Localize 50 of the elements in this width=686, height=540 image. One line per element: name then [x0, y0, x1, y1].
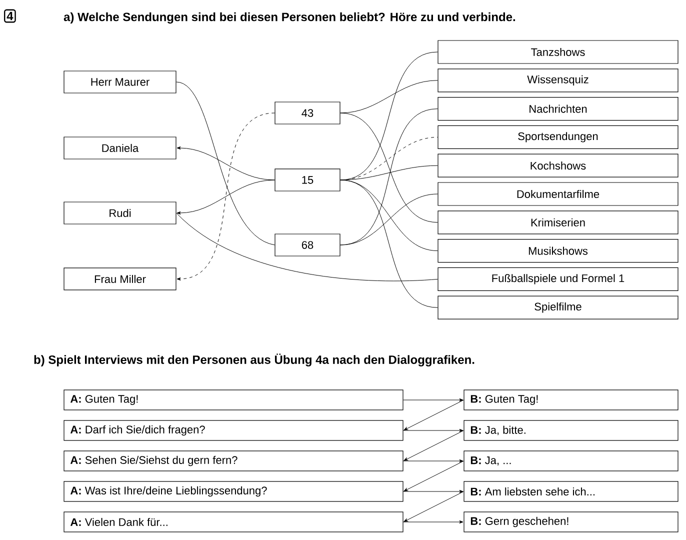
person-box: Rudi: [64, 202, 176, 224]
connector-line: [340, 180, 438, 308]
show-box: Kochshows: [438, 154, 678, 178]
connector-line: [404, 400, 464, 430]
connector-line: [403, 520, 464, 524]
connector-line: [340, 165, 438, 180]
connector-line: [340, 112, 438, 223]
connector-line: [404, 430, 464, 461]
person-box: Daniela: [64, 136, 176, 160]
connector-line: [340, 194, 438, 246]
number-box: 43: [274, 102, 340, 124]
number-box: 15: [274, 168, 340, 192]
dialog-box: B: Gern geschehen!: [464, 512, 678, 532]
dialog-box: B: Ja, bitte.: [464, 420, 678, 441]
show-box: Spielfilme: [438, 296, 678, 320]
connector-line: [403, 428, 464, 432]
heading: b) Spielt Interviews mit den Personen aus Übung 4a nach den Dialoggrafiken.: [34, 354, 474, 366]
dialog-box: B: Guten Tag!: [464, 390, 678, 410]
dialog-box: A: Was ist Ihre/deine Lieblingssendung?: [64, 481, 404, 502]
dialog-box: B: Am liebsten sehe ich...: [464, 481, 678, 502]
show-box: Wissensquiz: [438, 68, 678, 92]
connector-line: [403, 490, 464, 494]
connector-line: [403, 398, 464, 402]
person-box: Frau Miller: [64, 268, 176, 290]
dialog-box: B: Ja, ...: [464, 450, 678, 472]
show-box: Krimiserien: [438, 210, 678, 234]
exercise-number: 4: [4, 9, 16, 23]
person-box: Herr Maurer: [64, 70, 176, 94]
dialog-box: A: Darf ich Sie/dich fragen?: [64, 420, 404, 441]
connector-line: [404, 491, 464, 522]
connector-line: [176, 146, 275, 180]
connector-line: [176, 212, 438, 282]
show-box: Nachrichten: [438, 97, 678, 121]
show-box: Dokumentarfilme: [438, 182, 678, 206]
connector-line: [176, 112, 275, 281]
connector-line: [404, 460, 464, 492]
dialog-box: A: Guten Tag!: [64, 390, 404, 410]
connector-line: [176, 82, 275, 246]
show-box: Musikshows: [438, 238, 678, 263]
show-box: Sportsendungen: [438, 125, 678, 149]
connector-line: [340, 80, 438, 114]
connector-line: [403, 459, 464, 463]
connector-line: [340, 180, 438, 252]
heading: a) Welche Sendungen sind bei diesen Personen beliebt? Höre zu und verbinde.: [64, 12, 516, 24]
dialog-box: A: Sehen Sie/Siehst du gern fern?: [64, 450, 404, 472]
show-box: Fußballspiele und Formel 1: [438, 267, 678, 291]
show-box: Tanzshows: [438, 40, 678, 64]
dialog-box: A: Vielen Dank für...: [64, 512, 404, 532]
number-box: 68: [274, 234, 340, 256]
connector-line: [176, 180, 275, 215]
